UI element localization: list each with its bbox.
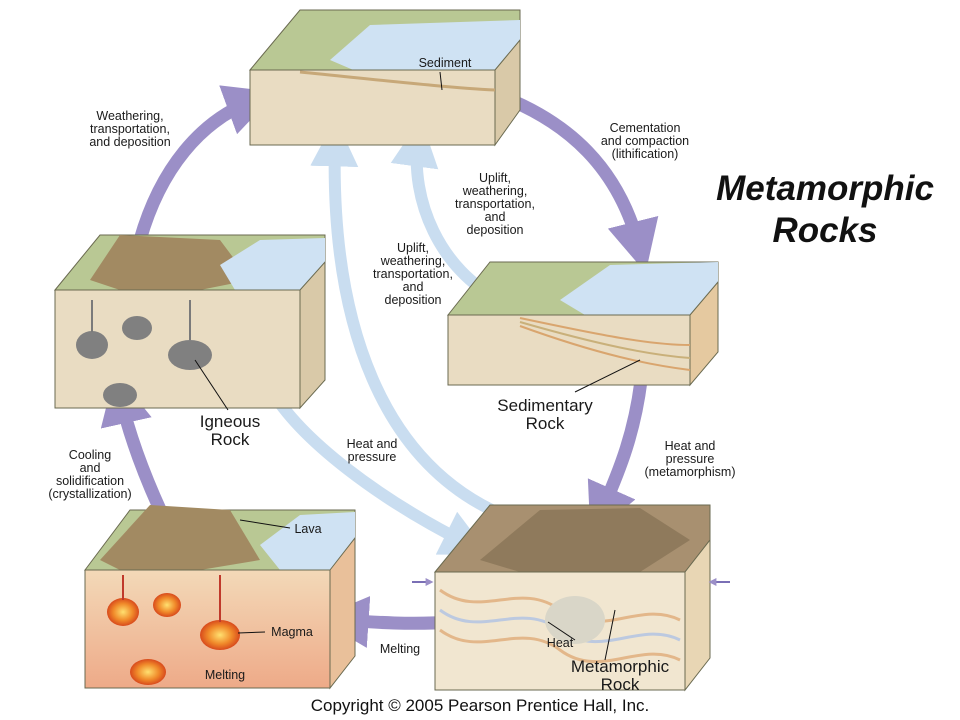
label-igneous-rock: Igneous Rock [199, 412, 261, 449]
metamorphic-block [412, 504, 730, 692]
sedimentary-block [446, 261, 719, 393]
label-weathering: Weathering, transportation, and depositi… [89, 109, 171, 149]
igneous-block [53, 234, 326, 411]
label-sediment: Sediment [418, 56, 472, 70]
copyright-notice: Copyright © 2005 Pearson Prentice Hall, … [310, 696, 650, 715]
label-uplift-inner: Uplift, weathering, transportation, and … [455, 171, 535, 237]
slide-title: Metamorphic Rocks [716, 169, 934, 250]
label-magma: Magma [271, 625, 313, 639]
label-lava: Lava [294, 522, 322, 536]
arrow-igneous-to-sediment [133, 85, 277, 242]
arrow-sedimentary-to-metamorphic [587, 371, 649, 537]
label-sedimentary-rock: Sedimentary Rock [497, 396, 593, 433]
label-uplift-outer: Uplift, weathering, transportation, and … [373, 241, 453, 307]
sediment-block [249, 9, 521, 147]
label-metamorphic-rock: Metamorphic Rock [570, 657, 670, 694]
label-heat-pressure-meta: Heat and pressure (metamorphism) [644, 439, 736, 479]
label-melting-bottom: Melting [204, 668, 246, 682]
label-cementation: Cementation and compaction (lithificatio… [600, 121, 690, 161]
label-melting-arrow: Melting [379, 642, 421, 656]
label-heat-pressure-center: Heat and pressure [346, 437, 398, 464]
label-heat: Heat [546, 636, 574, 650]
arrow-metamorphic-to-sediment [310, 118, 518, 526]
label-cooling: Cooling and solidification (crystallizat… [48, 448, 132, 501]
magma-block [84, 505, 356, 690]
